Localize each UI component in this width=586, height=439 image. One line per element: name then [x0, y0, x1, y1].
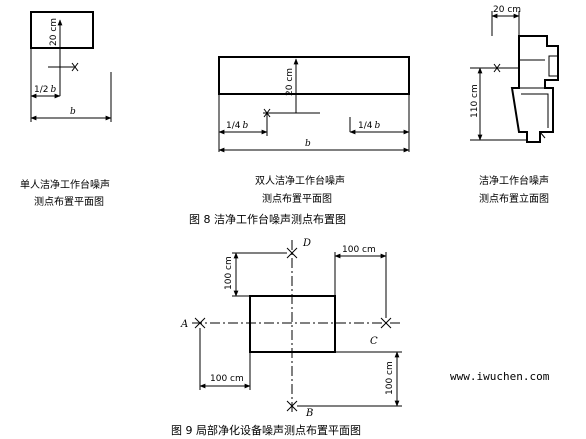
point-c-cross [380, 317, 392, 329]
bench-elevation-diagram: 20 cm 110 cm 洁净工作台噪声 测点布置立面图 [470, 5, 559, 205]
figure-9-caption: 图 9 局部净化设备噪声测点布置平面图 [171, 423, 361, 437]
height-dimension-label: 20 cm [49, 18, 59, 46]
bench-silhouette [510, 35, 559, 143]
point-c-label: C [370, 336, 378, 347]
measurement-point-cross [48, 62, 79, 72]
bottom-right-dimension-label: 100 cm [385, 361, 395, 395]
figure-8-caption: 图 8 洁净工作台噪声测点布置图 [189, 212, 346, 226]
point-a-cross [194, 317, 206, 329]
width-dimension-label: b [305, 139, 311, 149]
single-bench-caption-line2: 测点布置平面图 [34, 195, 104, 208]
local-purification-plan-diagram: D A C B 100 cm 100 cm 100 [180, 238, 402, 419]
double-bench-caption-line1: 双人洁净工作台噪声 [255, 174, 345, 187]
top-dimension-label: 20 cm [493, 5, 521, 15]
point-b-label: B [305, 408, 313, 419]
single-bench-caption-line1: 单人洁净工作台噪声 [20, 178, 110, 191]
single-bench-outline [30, 11, 94, 49]
top-left-dimension-label: 100 cm [224, 256, 234, 290]
bottom-left-dimension-label: 100 cm [210, 374, 244, 384]
elevation-caption-line1: 洁净工作台噪声 [479, 174, 549, 187]
height-dimension-label: 20 cm [285, 68, 295, 96]
watermark-text: www.iwuchen.com [450, 370, 550, 383]
point-a-label: A [180, 319, 188, 330]
elevation-caption-line2: 测点布置立面图 [479, 192, 549, 205]
height-dimension-label: 110 cm [470, 84, 480, 118]
point-b-cross [286, 400, 298, 412]
point-d-label: D [302, 238, 311, 249]
double-bench-outline [218, 56, 410, 95]
top-right-dimension-label: 100 cm [342, 245, 376, 255]
point-d-cross [286, 247, 298, 259]
measurement-point-cross [263, 108, 320, 118]
double-bench-caption-line2: 测点布置平面图 [262, 192, 332, 205]
width-dimension-label: b [70, 107, 76, 117]
measurement-point-cross [470, 63, 520, 73]
